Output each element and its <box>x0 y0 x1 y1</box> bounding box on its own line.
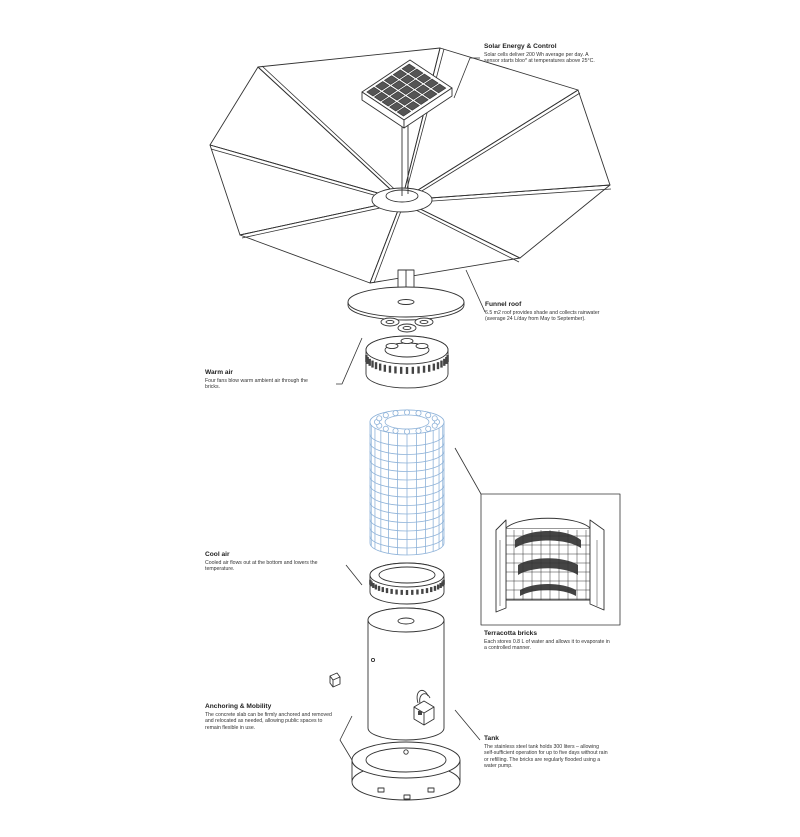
annotation-warm-air: Warm air Four fans blow warm ambient air… <box>205 368 321 391</box>
annotation-text: The stainless steel tank holds 300 liter… <box>484 744 608 770</box>
annotation-text: The concrete slab can be firmly anchored… <box>205 712 332 731</box>
solar-cell <box>400 74 415 84</box>
annotation-cool-air: Cool air Cooled air flows out at the bot… <box>205 550 319 573</box>
annotation-text: Cooled air flows out at the bottom and l… <box>205 560 318 573</box>
solar-cell <box>406 90 421 100</box>
annotation-funnel-roof: Funnel roof 6.5 m2 roof provides shade a… <box>485 300 607 323</box>
solar-cell <box>366 86 381 97</box>
funnel-disc <box>347 286 465 321</box>
solar-cell <box>384 75 399 85</box>
annotation-text: Four fans blow warm ambient air through … <box>205 378 308 391</box>
solar-cell <box>390 91 405 101</box>
solar-cell <box>408 79 423 89</box>
solar-cell <box>396 106 411 117</box>
solar-cell <box>391 80 406 90</box>
water-tank <box>367 607 445 741</box>
solar-cell <box>405 101 420 111</box>
annotation-anchoring-mobility: Anchoring & Mobility The concrete slab c… <box>205 702 333 731</box>
annotation-title: Funnel roof <box>485 301 522 308</box>
terracotta-detail-inset <box>480 493 621 626</box>
leader-lines <box>336 57 486 761</box>
solar-cell <box>401 63 416 74</box>
terracotta-brick-column <box>369 409 445 556</box>
solar-cell <box>375 81 390 91</box>
annotation-text: Solar cells deliver 200 Wh average per d… <box>484 52 595 65</box>
solar-panel <box>361 59 453 129</box>
solar-cell <box>415 84 430 94</box>
solar-cell <box>382 86 397 96</box>
annotation-terracotta-bricks: Terracotta bricks Each stores 0.8 L of w… <box>484 629 612 652</box>
annotation-text: 6.5 m2 roof provides shade and collects … <box>485 310 600 323</box>
solar-cell <box>381 96 396 107</box>
annotation-title: Tank <box>484 735 499 742</box>
solar-cell <box>409 68 424 79</box>
annotation-title: Anchoring & Mobility <box>205 703 272 710</box>
annotation-title: Terracotta bricks <box>484 630 538 637</box>
solar-cell <box>414 95 429 105</box>
cool-air-ring <box>369 562 445 605</box>
solar-cell <box>423 89 438 99</box>
solar-cell <box>389 101 404 112</box>
solar-cell <box>392 69 407 79</box>
annotation-tank: Tank The stainless steel tank holds 300 … <box>484 734 608 770</box>
annotation-title: Cool air <box>205 551 230 558</box>
solar-cell <box>424 78 439 89</box>
annotation-solar-energy: Solar Energy & Control Solar cells deliv… <box>484 42 604 65</box>
concrete-base <box>351 741 461 801</box>
solar-cell <box>432 83 447 94</box>
annotation-title: Warm air <box>205 369 233 376</box>
warm-air-ring <box>365 335 449 389</box>
solar-cell <box>399 85 414 95</box>
fan-set <box>380 317 434 333</box>
bolt <box>329 672 341 688</box>
solar-cell <box>398 96 413 106</box>
solar-cell <box>416 73 431 84</box>
annotation-text: Each stores 0.8 L of water and allows it… <box>484 639 610 652</box>
solar-cell <box>374 91 389 102</box>
annotation-title: Solar Energy & Control <box>484 43 557 50</box>
